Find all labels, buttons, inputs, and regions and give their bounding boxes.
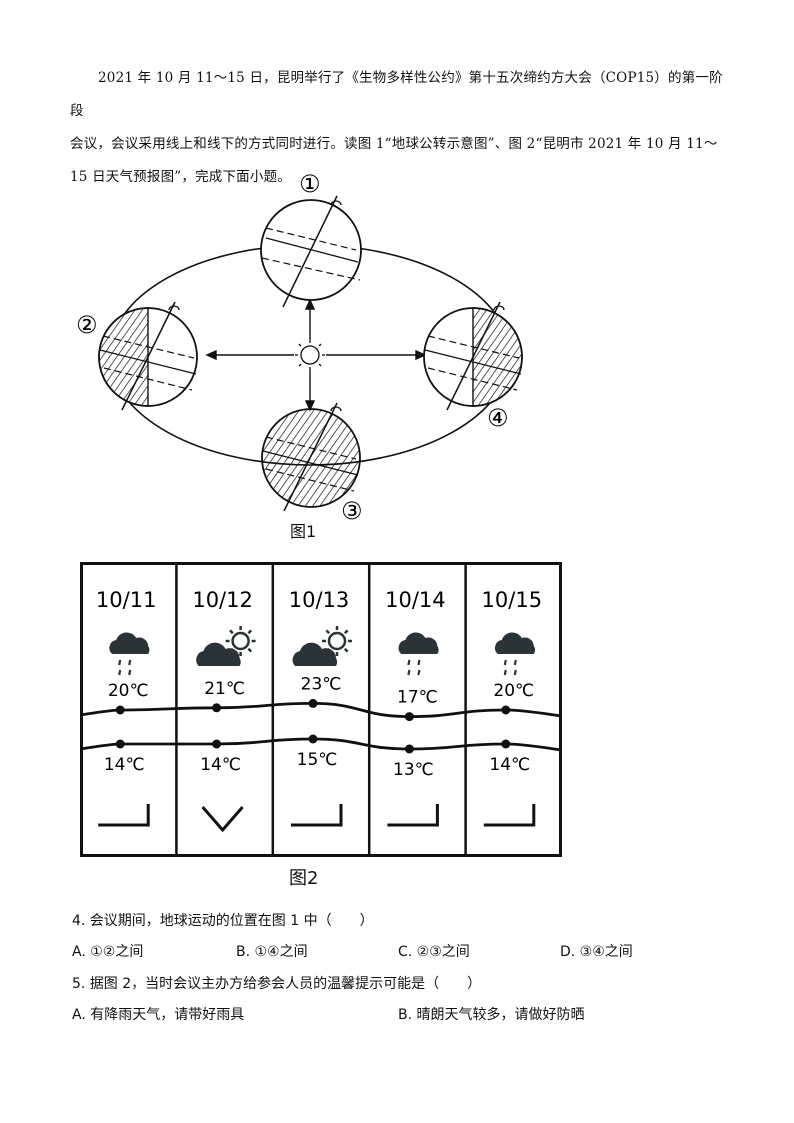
high-temp-label: 17℃ [397, 688, 438, 708]
wind-symbol [483, 804, 536, 827]
earth-position-4 [423, 301, 523, 411]
question-5-option-a[interactable]: A. 有降雨天气，请带好雨具 [72, 1007, 245, 1023]
earth-position-3 [261, 402, 361, 512]
question-4-option-d[interactable]: D. ③④之间 [560, 944, 633, 960]
high-temp-label: 23℃ [301, 674, 342, 694]
table-border [80, 562, 562, 857]
figure-2-caption: 图2 [289, 868, 319, 889]
low-temp-label: 14℃ [489, 755, 530, 775]
high-temp-label: 20℃ [108, 681, 149, 701]
question-5-stem: 5. 据图 2，当时会议主办方给参会人员的温馨提示可能是（ ） [72, 976, 482, 992]
weather-forecast-table: 10/11 20℃ 14℃ 10/12 21℃ 14℃ 10/13 23℃ 15℃ 10/14 17… [80, 562, 562, 857]
intro-line-2: 会议，会议采用线上和线下的方式同时进行。读图 1“地球公转示意图”、图 2“昆明… [70, 136, 718, 152]
high-temp-label: 21℃ [204, 679, 245, 699]
earth-position-1 [260, 195, 362, 308]
rain-cloud-icon [398, 632, 439, 654]
rain-cloud-icon [494, 632, 536, 654]
low-temp-label: 15℃ [297, 750, 338, 770]
date-label: 10/13 [289, 588, 350, 612]
label-3: ③ [341, 497, 363, 525]
wind-symbol [201, 806, 244, 833]
wind-symbol [98, 804, 150, 827]
sun-cloud-icon [292, 626, 352, 666]
question-4-option-c[interactable]: C. ②③之间 [398, 944, 470, 960]
earth-revolution-diagram: ① ② ③ ④ [76, 170, 523, 525]
low-temp-label: 13℃ [393, 760, 434, 780]
question-4-option-b[interactable]: B. ①④之间 [236, 944, 308, 960]
sun-cloud-icon [196, 626, 256, 666]
question-5-option-b[interactable]: B. 晴朗天气较多，请做好防晒 [398, 1007, 585, 1023]
date-label: 10/12 [192, 588, 253, 612]
raindrops [118, 659, 132, 676]
date-label: 10/15 [482, 588, 543, 612]
high-temp-curve [80, 701, 562, 719]
intro-line-3: 15 日天气预报图”，完成下面小题。 [70, 169, 291, 185]
wind-symbol [387, 804, 439, 827]
wind-symbol [291, 804, 343, 827]
rain-cloud-icon [109, 632, 150, 654]
high-temp-label: 20℃ [493, 681, 534, 701]
date-label: 10/14 [385, 588, 446, 612]
low-temp-label: 14℃ [200, 755, 241, 775]
question-4-option-a[interactable]: A. ①②之间 [72, 944, 144, 960]
earth-position-2 [98, 301, 198, 411]
raindrops [503, 659, 517, 676]
label-1: ① [299, 170, 321, 198]
intro-paragraph: 2021 年 10 月 11～15 日，昆明举行了《生物多样性公约》第十五次缔约… [70, 62, 730, 194]
sun-arrows [205, 298, 427, 412]
figure-1-caption: 图1 [290, 522, 317, 541]
intro-line-1: 2021 年 10 月 11～15 日，昆明举行了《生物多样性公约》第十五次缔约… [70, 70, 723, 119]
date-label: 10/11 [96, 588, 157, 612]
low-temp-curve [80, 737, 562, 752]
sun-icon [295, 340, 325, 370]
label-4: ④ [487, 404, 509, 432]
raindrops [407, 659, 421, 676]
question-4-stem: 4. 会议期间，地球运动的位置在图 1 中（ ） [72, 913, 374, 929]
label-2: ② [76, 311, 98, 339]
low-temp-label: 14℃ [104, 755, 145, 775]
